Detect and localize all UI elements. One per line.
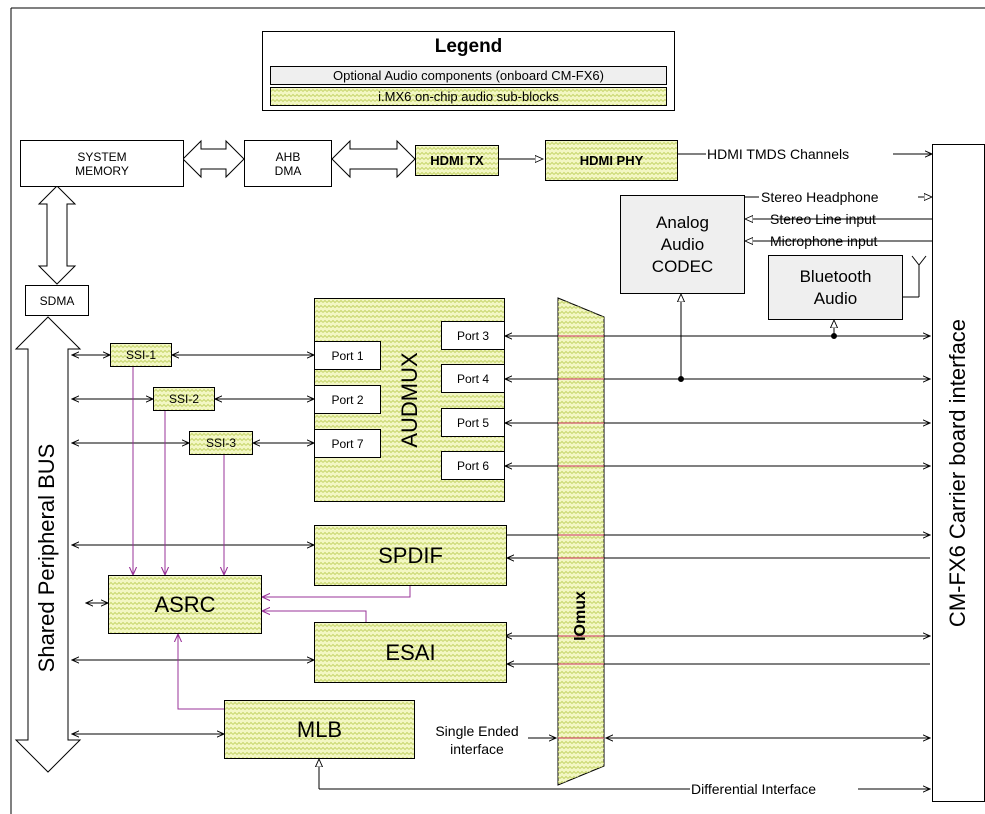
asrc-links xyxy=(133,367,411,710)
hdmi-phy-block: HDMI PHY xyxy=(545,140,678,181)
microphone-input-label: Microphone input xyxy=(770,233,878,249)
legend-optional-sample: Optional Audio components (onboard CM-FX… xyxy=(270,66,667,85)
carrier-board-interface xyxy=(932,144,985,802)
port3: Port 3 xyxy=(441,321,505,350)
legend-onchip-sample: i.MX6 on-chip audio sub-blocks xyxy=(270,87,667,106)
shared-bus-label: Shared Peripheral BUS xyxy=(34,443,59,673)
port5: Port 5 xyxy=(441,408,505,437)
system-memory-block: SYSTEM MEMORY xyxy=(20,140,184,187)
port1: Port 1 xyxy=(314,341,381,370)
hdmi-tmds-label: HDMI TMDS Channels xyxy=(707,146,850,162)
ssi2-block: SSI-2 xyxy=(153,387,215,411)
stereo-headphone-label: Stereo Headphone xyxy=(761,189,879,205)
sdma-block: SDMA xyxy=(25,285,89,316)
differential-interface-label: Differential Interface xyxy=(691,781,817,797)
port4: Port 4 xyxy=(441,364,505,393)
bus-arrows xyxy=(14,139,416,773)
asrc-block: ASRC xyxy=(108,575,262,634)
legend-box: Legend Optional Audio components (onboar… xyxy=(262,31,675,111)
spdif-block: SPDIF xyxy=(314,525,507,586)
carrier-board-label: CM-FX6 Carrier board interface xyxy=(945,318,970,628)
mlb-block: MLB xyxy=(224,700,415,759)
single-ended-label: Single Ended interface xyxy=(435,723,519,757)
ahb-dma-block: AHB DMA xyxy=(244,140,332,187)
port7: Port 7 xyxy=(314,429,381,458)
shared-bus-arrow xyxy=(14,316,82,773)
analog-codec-block: Analog Audio CODEC xyxy=(620,195,745,294)
page-frame xyxy=(10,7,985,814)
stereo-line-input-label: Stereo Line input xyxy=(770,211,876,227)
ssi1-block: SSI-1 xyxy=(110,343,172,367)
ssi3-block: SSI-3 xyxy=(189,431,253,455)
port6: Port 6 xyxy=(441,451,505,480)
iomux-label: IOmux xyxy=(572,591,589,641)
port2: Port 2 xyxy=(314,385,381,414)
legend-title: Legend xyxy=(434,36,503,57)
bluetooth-audio-block: Bluetooth Audio xyxy=(768,255,903,320)
esai-block: ESAI xyxy=(314,622,507,683)
audmux-label: AUDMUX xyxy=(397,352,422,448)
hdmi-tx-block: HDMI TX xyxy=(415,145,499,176)
